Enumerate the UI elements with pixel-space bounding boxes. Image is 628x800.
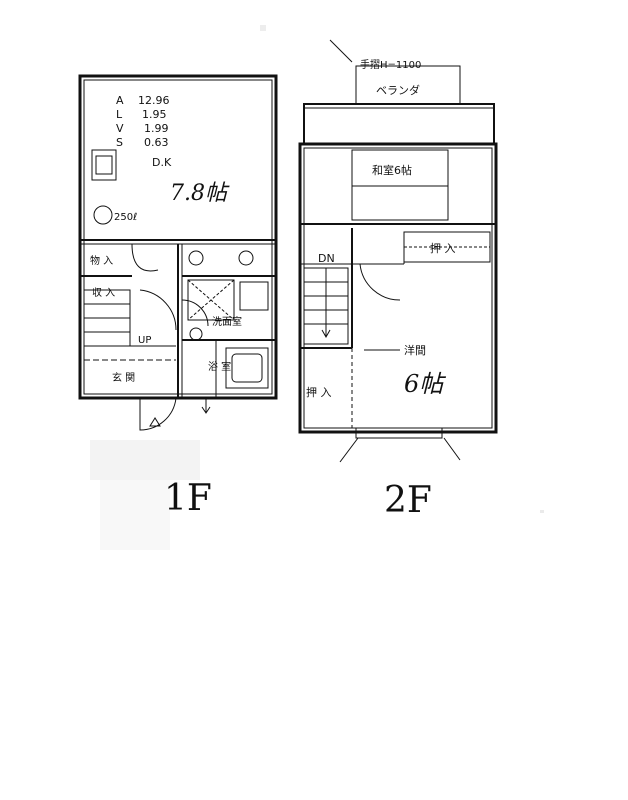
railing-note: 手摺H=1100 bbox=[360, 58, 421, 71]
floor-2-plan bbox=[298, 39, 498, 463]
spec-value-l: 1.95 bbox=[142, 108, 167, 121]
floor-2-caption: 2F bbox=[384, 480, 432, 521]
entrance-label: 玄 関 bbox=[112, 371, 135, 384]
japanese-room-label: 和室6帖 bbox=[372, 163, 412, 177]
veranda-label: ベランダ bbox=[376, 83, 420, 97]
spec-key-s: S bbox=[116, 136, 123, 149]
spec-value-v: 1.99 bbox=[144, 122, 169, 135]
floor-1-plan bbox=[78, 74, 278, 431]
spec-key-a: A bbox=[116, 94, 124, 107]
scan-noise bbox=[90, 25, 544, 550]
spec-key-v: V bbox=[116, 122, 124, 135]
dk-size: 7.8帖 bbox=[170, 181, 230, 206]
spec-key-l: L bbox=[116, 108, 123, 121]
water-heater-label: 250ℓ bbox=[114, 212, 137, 223]
bath-label: 浴 室 bbox=[208, 360, 231, 373]
closet-label: 収 入 bbox=[92, 287, 115, 299]
storage-label: 物 入 bbox=[90, 254, 113, 267]
closet-left-label: 押 入 bbox=[306, 385, 332, 399]
stair-dn-label: DN bbox=[318, 252, 335, 265]
spec-value-a: 12.96 bbox=[138, 94, 170, 107]
dk-label: D.K bbox=[152, 156, 172, 169]
western-room-label: 洋間 bbox=[404, 343, 426, 357]
floor-1-specs: A 12.96 L 1.95 V 1.99 S 0.63 bbox=[116, 94, 170, 149]
western-room-size: 6帖 bbox=[404, 370, 446, 398]
spec-value-s: 0.63 bbox=[144, 136, 169, 149]
floor-1-caption: 1F bbox=[164, 478, 212, 519]
stair-up-label: UP bbox=[138, 335, 151, 346]
washroom-label: 洗面室 bbox=[212, 315, 242, 328]
closet-top-label: 押 入 bbox=[430, 241, 456, 255]
